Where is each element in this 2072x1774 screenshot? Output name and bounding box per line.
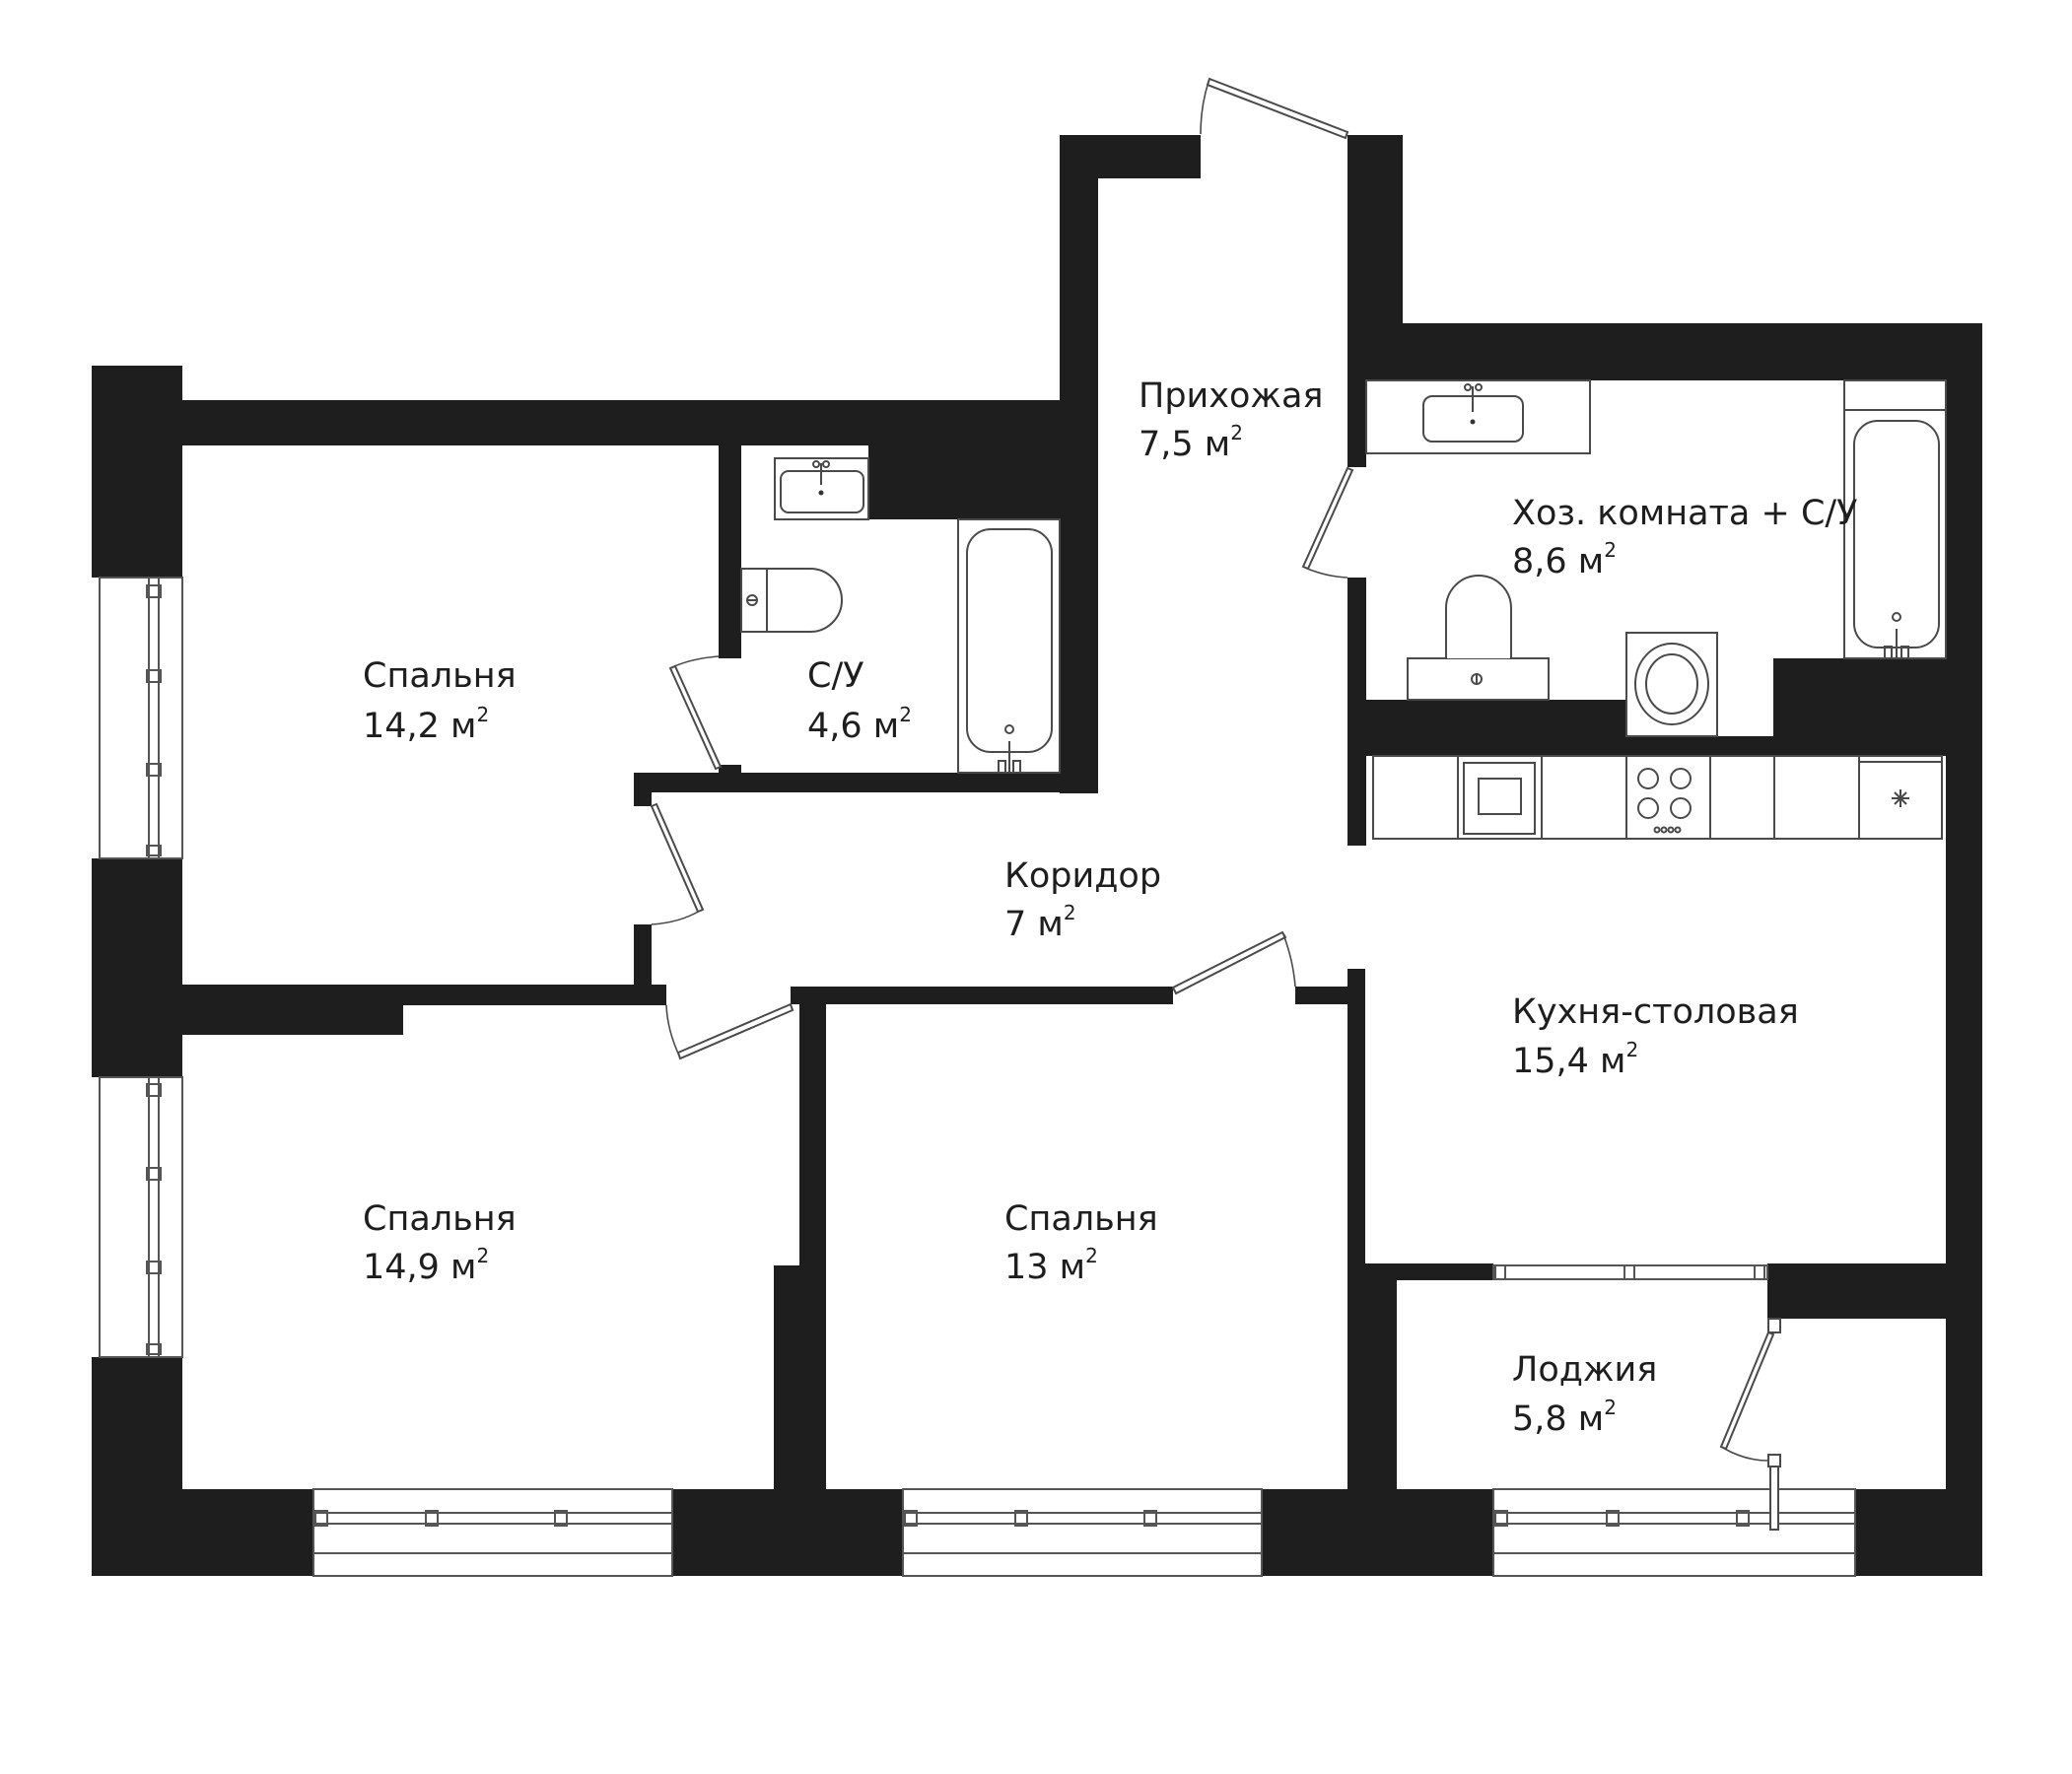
room-area: 13 м2 <box>1004 1244 1098 1287</box>
room-area: 15,4 м2 <box>1512 1038 1638 1081</box>
room-bedroom-1: Спальня 14,2 м2 <box>363 656 517 746</box>
utility-door <box>1301 466 1354 579</box>
room-area: 4,6 м2 <box>807 703 912 746</box>
room-name: Коридор <box>1004 856 1161 896</box>
fridge-icon <box>1859 761 1942 807</box>
room-area: 5,8 м2 <box>1512 1396 1617 1439</box>
room-area: 14,2 м2 <box>363 703 489 746</box>
washing-machine-icon <box>1625 632 1718 737</box>
room-name: Хоз. комната + С/У <box>1512 494 1858 533</box>
utility-toilet-icon <box>1407 575 1550 701</box>
walls <box>92 135 1982 1576</box>
bedroom-1-door <box>650 802 705 925</box>
entrance-door <box>1200 77 1349 140</box>
room-corridor: Коридор 7 м2 <box>1004 856 1161 944</box>
window-bedroom-3-bottom <box>902 1488 1263 1577</box>
oven-icon <box>1463 762 1536 835</box>
cooktop-icon <box>1637 768 1692 834</box>
room-labels: Спальня 14,2 м2 С/У 4,6 м2 Прихожая 7,5 … <box>363 376 1858 1439</box>
room-name: Спальня <box>363 1199 517 1239</box>
room-hallway: Прихожая 7,5 м2 <box>1139 376 1323 464</box>
room-name: Прихожая <box>1139 376 1323 416</box>
window-bedroom-2 <box>99 1076 183 1358</box>
room-bedroom-2: Спальня 14,9 м2 <box>363 1199 517 1287</box>
room-bathroom: С/У 4,6 м2 <box>807 656 912 746</box>
utility-sink-icon <box>1365 379 1591 454</box>
bathroom-bathtub-icon <box>957 518 1061 774</box>
windows <box>99 577 1856 1577</box>
room-area: 7,5 м2 <box>1139 421 1243 464</box>
room-kitchen-dining: Кухня-столовая 15,4 м2 <box>1512 992 1799 1081</box>
bedroom-2-door <box>665 1002 794 1060</box>
window-bedroom-2-bottom <box>312 1488 673 1577</box>
room-name: Лоджия <box>1512 1350 1657 1390</box>
bathroom-fixtures <box>740 457 1061 774</box>
room-area: 8,6 м2 <box>1512 538 1617 581</box>
loggia-door <box>1719 1318 1781 1531</box>
bathroom-door <box>668 655 723 771</box>
room-bedroom-3: Спальня 13 м2 <box>1004 1199 1158 1287</box>
window-bedroom-1 <box>99 577 183 859</box>
utility-bathtub-icon <box>1843 379 1947 659</box>
room-name: Спальня <box>363 656 517 696</box>
room-name: Кухня-столовая <box>1512 992 1799 1032</box>
room-utility-bathroom: Хоз. комната + С/У 8,6 м2 <box>1512 494 1858 581</box>
room-area: 7 м2 <box>1004 901 1076 944</box>
room-name: Спальня <box>1004 1199 1158 1239</box>
doors <box>650 77 1781 1531</box>
window-kitchen-loggia <box>1492 1264 1768 1280</box>
kitchen-fixtures <box>1372 755 1943 840</box>
room-loggia: Лоджия 5,8 м2 <box>1512 1350 1657 1439</box>
room-area: 14,9 м2 <box>363 1244 489 1287</box>
window-loggia-bottom <box>1492 1488 1856 1577</box>
bedroom-3-door <box>1171 930 1296 995</box>
bathroom-toilet-icon <box>740 568 843 633</box>
kitchen-counter <box>1372 755 1943 840</box>
utility-fixtures <box>1365 379 1947 737</box>
bathroom-sink-icon <box>774 457 869 520</box>
room-name: С/У <box>807 656 864 696</box>
